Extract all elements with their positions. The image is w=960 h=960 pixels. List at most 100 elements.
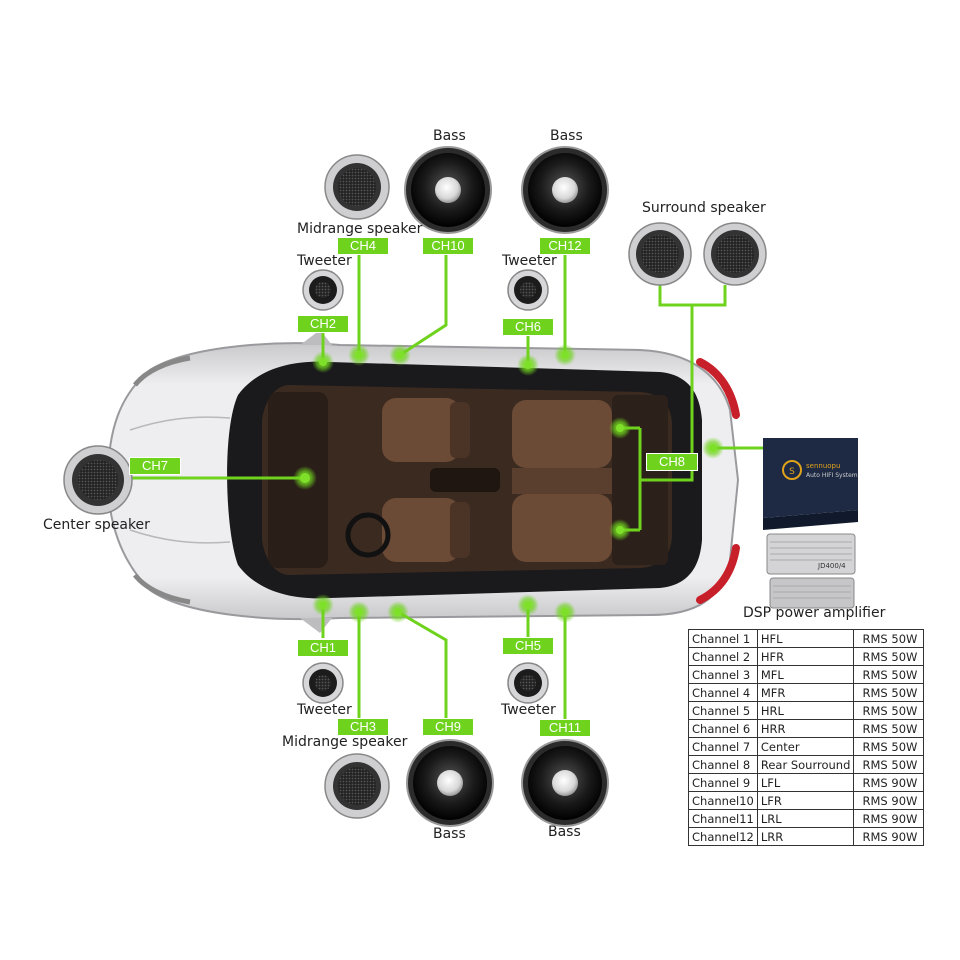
- channel-tag-ch11: CH11: [539, 719, 591, 737]
- channel-tag-ch7: CH7: [129, 457, 181, 475]
- speaker-position-cell: Center: [756, 737, 855, 756]
- bass-speaker-bottom-left: [406, 739, 494, 827]
- label-dsp-amplifier: DSP power amplifier: [743, 605, 886, 621]
- surround-speaker-left: [628, 222, 692, 286]
- channel-name-cell: Channel 1: [688, 629, 758, 648]
- speaker-position-cell: LRR: [756, 827, 855, 846]
- speaker-position-cell: HFL: [756, 629, 855, 648]
- seat-rear-left: [512, 400, 612, 468]
- label-midrange-bottom: Midrange speaker: [282, 734, 408, 750]
- power-rating-cell: RMS 50W: [853, 665, 925, 684]
- bass-speaker-top-left: [404, 146, 492, 234]
- label-tweeter-top-left: Tweeter: [297, 253, 352, 269]
- power-rating-cell: RMS 90W: [853, 827, 925, 846]
- power-rating-cell: RMS 90W: [853, 773, 925, 792]
- label-midrange-top: Midrange speaker: [297, 221, 423, 237]
- label-center: Center speaker: [43, 517, 150, 533]
- speaker-position-cell: MFL: [756, 665, 855, 684]
- label-surround: Surround speaker: [642, 200, 766, 216]
- car-top-view: [106, 330, 740, 633]
- power-rating-cell: RMS 50W: [853, 755, 925, 774]
- label-bass-top-right: Bass: [550, 128, 583, 144]
- channel-tag-ch3: CH3: [337, 718, 389, 736]
- amp-model: JD400/4: [818, 562, 846, 570]
- tweeter-bottom-left: [302, 662, 344, 704]
- label-bass-bottom-left: Bass: [433, 826, 466, 842]
- channel-name-cell: Channel10: [688, 791, 758, 810]
- channel-tag-ch2: CH2: [297, 315, 349, 333]
- channel-name-cell: Channel 9: [688, 773, 758, 792]
- bass-speaker-top-right: [521, 146, 609, 234]
- seat-front-left: [382, 398, 460, 462]
- surround-speaker-right: [703, 222, 767, 286]
- channel-tag-ch10: CH10: [422, 237, 474, 255]
- channel-name-cell: Channel 7: [688, 737, 758, 756]
- speaker-position-cell: LRL: [756, 809, 855, 828]
- channel-name-cell: Channel 2: [688, 647, 758, 666]
- speaker-position-cell: LFR: [756, 791, 855, 810]
- tail-light-left: [696, 358, 740, 419]
- speaker-position-cell: LFL: [756, 773, 855, 792]
- dsp-processor-unit: S: [763, 438, 858, 530]
- power-amplifier-unit: [766, 533, 856, 609]
- amp-tagline: Auto HIFI System: [806, 472, 858, 479]
- power-rating-cell: RMS 50W: [853, 737, 925, 756]
- channel-tag-ch4: CH4: [337, 237, 389, 255]
- channel-tag-ch9: CH9: [422, 718, 474, 736]
- speaker-position-cell: HRR: [756, 719, 855, 738]
- speaker-position-cell: Rear Sourround: [756, 755, 855, 774]
- svg-text:S: S: [789, 467, 795, 477]
- power-rating-cell: RMS 50W: [853, 719, 925, 738]
- speaker-position-dots: [293, 344, 724, 623]
- channel-tag-ch1: CH1: [297, 639, 349, 657]
- connector-lines: [128, 254, 763, 720]
- center-speaker: [63, 445, 133, 515]
- tweeter-top-left: [302, 269, 344, 311]
- tail-light-right: [696, 544, 740, 604]
- channel-name-cell: Channel 6: [688, 719, 758, 738]
- channel-tag-ch8: CH8: [646, 453, 698, 471]
- power-rating-cell: RMS 90W: [853, 791, 925, 810]
- power-rating-cell: RMS 90W: [853, 809, 925, 828]
- label-bass-bottom-right: Bass: [548, 824, 581, 840]
- channel-name-cell: Channel 4: [688, 683, 758, 702]
- speaker-position-cell: HRL: [756, 701, 855, 720]
- brand-logo-icon: [782, 460, 802, 480]
- bass-speaker-bottom-right: [521, 739, 609, 827]
- power-rating-cell: RMS 50W: [853, 647, 925, 666]
- power-rating-cell: RMS 50W: [853, 683, 925, 702]
- channel-name-cell: Channel 5: [688, 701, 758, 720]
- label-tweeter-top-right: Tweeter: [502, 253, 557, 269]
- channel-name-cell: Channel12: [688, 827, 758, 846]
- speaker-position-cell: HFR: [756, 647, 855, 666]
- tweeter-bottom-right: [507, 662, 549, 704]
- power-rating-cell: RMS 50W: [853, 701, 925, 720]
- channel-name-cell: Channel11: [688, 809, 758, 828]
- channel-tag-ch5: CH5: [502, 637, 554, 655]
- power-rating-cell: RMS 50W: [853, 629, 925, 648]
- seat-front-right: [382, 498, 460, 562]
- seat-rear-right: [512, 494, 612, 562]
- speaker-position-cell: MFR: [756, 683, 855, 702]
- channel-name-cell: Channel 8: [688, 755, 758, 774]
- label-tweeter-bottom-right: Tweeter: [501, 702, 556, 718]
- channel-tag-ch6: CH6: [502, 318, 554, 336]
- channel-tag-ch12: CH12: [539, 237, 591, 255]
- midrange-speaker-top: [324, 154, 390, 220]
- amp-brand-name: sennuopu: [806, 462, 841, 470]
- tweeter-top-right: [507, 269, 549, 311]
